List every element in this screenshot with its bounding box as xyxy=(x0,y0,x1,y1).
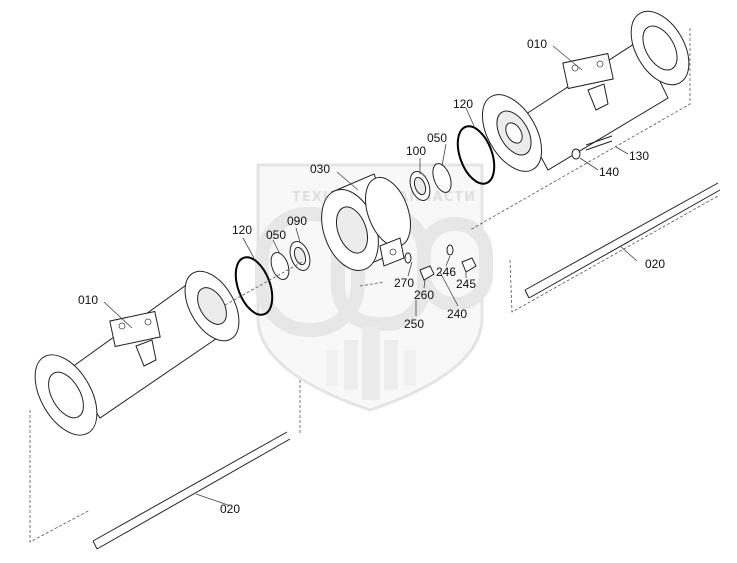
callout-130: 130 xyxy=(629,149,649,163)
half-shaft-left xyxy=(92,431,291,550)
callout-050-left: 050 xyxy=(266,228,286,242)
callout-050-top: 050 xyxy=(427,131,447,145)
callout-020-left: 020 xyxy=(220,502,240,516)
callout-020-right: 020 xyxy=(645,257,665,271)
assembly-line-shaft-right xyxy=(509,195,719,313)
callout-260: 260 xyxy=(414,288,434,302)
watermark-logo: ТЕХНИКА ЗАПЧАСТИ xyxy=(255,163,493,412)
callout-250: 250 xyxy=(404,317,424,331)
watermark-word-2: ЗАПЧАСТИ xyxy=(388,190,476,205)
bolt-130 xyxy=(585,135,613,146)
washer-140 xyxy=(571,148,581,160)
assembly-line-right xyxy=(469,28,691,231)
axle-housing-left xyxy=(34,270,240,436)
assembly-line-left xyxy=(29,410,91,543)
bearing-100-inner xyxy=(413,176,427,196)
leader-lines xyxy=(103,45,638,506)
bolt-130-edge xyxy=(585,140,613,151)
plug-260 xyxy=(419,265,435,281)
callout-010-left: 010 xyxy=(78,293,98,307)
callout-030: 030 xyxy=(310,162,330,176)
callout-120-top: 120 xyxy=(453,97,473,111)
assembly-line-center xyxy=(359,281,385,287)
bearing-090-inner xyxy=(293,246,307,266)
seal-050-top xyxy=(432,163,452,193)
callout-246: 246 xyxy=(436,265,456,279)
callout-140: 140 xyxy=(599,165,619,179)
callout-120-left: 120 xyxy=(232,223,252,237)
callout-270: 270 xyxy=(394,276,414,290)
half-shaft-right xyxy=(524,182,721,299)
callout-245: 245 xyxy=(456,277,476,291)
callout-240: 240 xyxy=(447,307,467,321)
o-ring-270 xyxy=(404,252,412,264)
callout-010-right: 010 xyxy=(527,37,547,51)
callout-090: 090 xyxy=(287,214,307,228)
callout-100: 100 xyxy=(406,144,426,158)
axle-housing-right xyxy=(481,10,690,172)
center-housing xyxy=(321,173,411,271)
seal-050-left xyxy=(270,252,290,280)
plug-245 xyxy=(461,257,477,273)
o-ring-246 xyxy=(446,244,454,256)
o-ring-120-top xyxy=(456,125,496,185)
